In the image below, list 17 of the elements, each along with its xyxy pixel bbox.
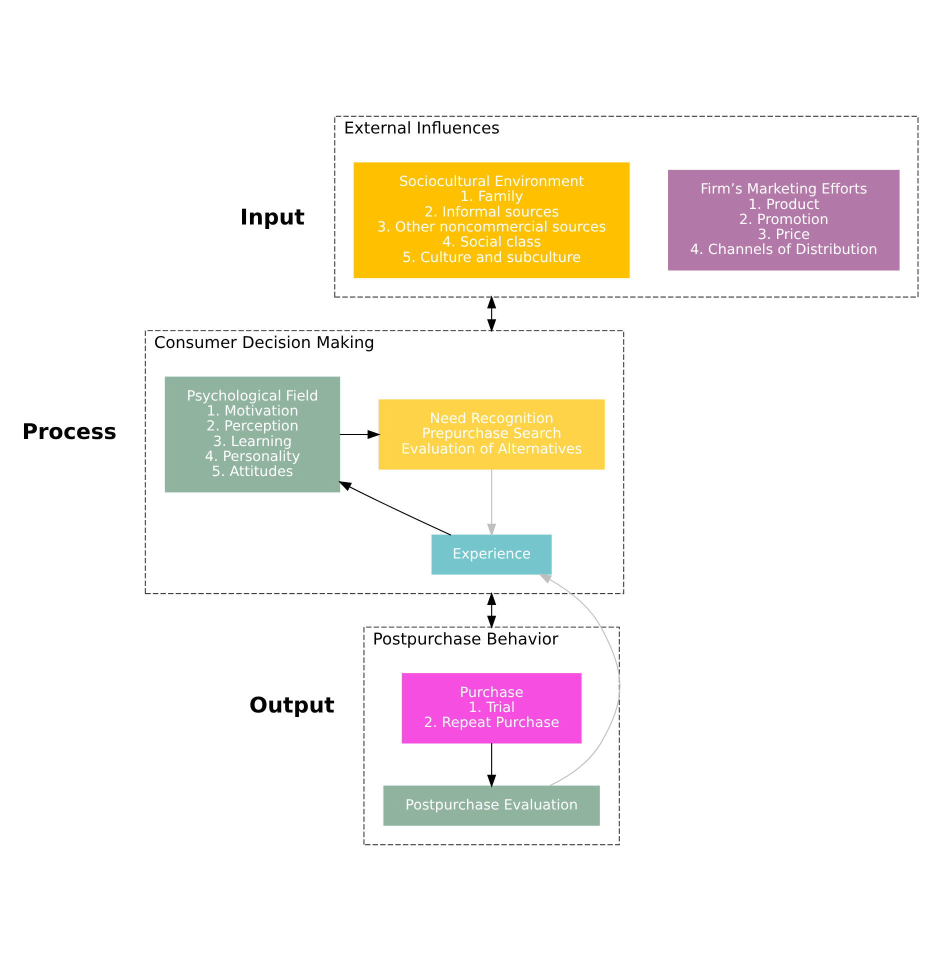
arrow xyxy=(486,294,496,332)
node-box: Experience xyxy=(431,534,552,574)
node-box: Need Recognition Prepurchase Search Evaluation of Alternatives xyxy=(378,398,604,470)
label: Process xyxy=(21,419,116,444)
arrow xyxy=(486,468,496,536)
label: Output xyxy=(248,693,334,718)
node-box: Sociocultural Environment 1. Family 2. Informal sources 3. Other noncommercial sources 4. Social class 5. Culture and subculture xyxy=(353,162,630,278)
arrow xyxy=(338,480,451,536)
arrow xyxy=(486,742,496,788)
node-box: Firm’s Marketing Efforts 1. Product 2. Promotion 3. Price 4. Channels of Distribution xyxy=(668,169,900,270)
node-box: Psychological Field 1. Motivation 2. Perception 3. Learning 4. Personality 5. Attitudes xyxy=(164,376,340,492)
arrow xyxy=(339,429,380,439)
arrow xyxy=(486,591,496,628)
node-box: Postpurchase Evaluation xyxy=(382,785,600,826)
label: Input xyxy=(240,205,304,230)
arrow xyxy=(538,572,620,786)
node-box: Purchase 1. Trial 2. Repeat Purchase xyxy=(401,672,581,743)
